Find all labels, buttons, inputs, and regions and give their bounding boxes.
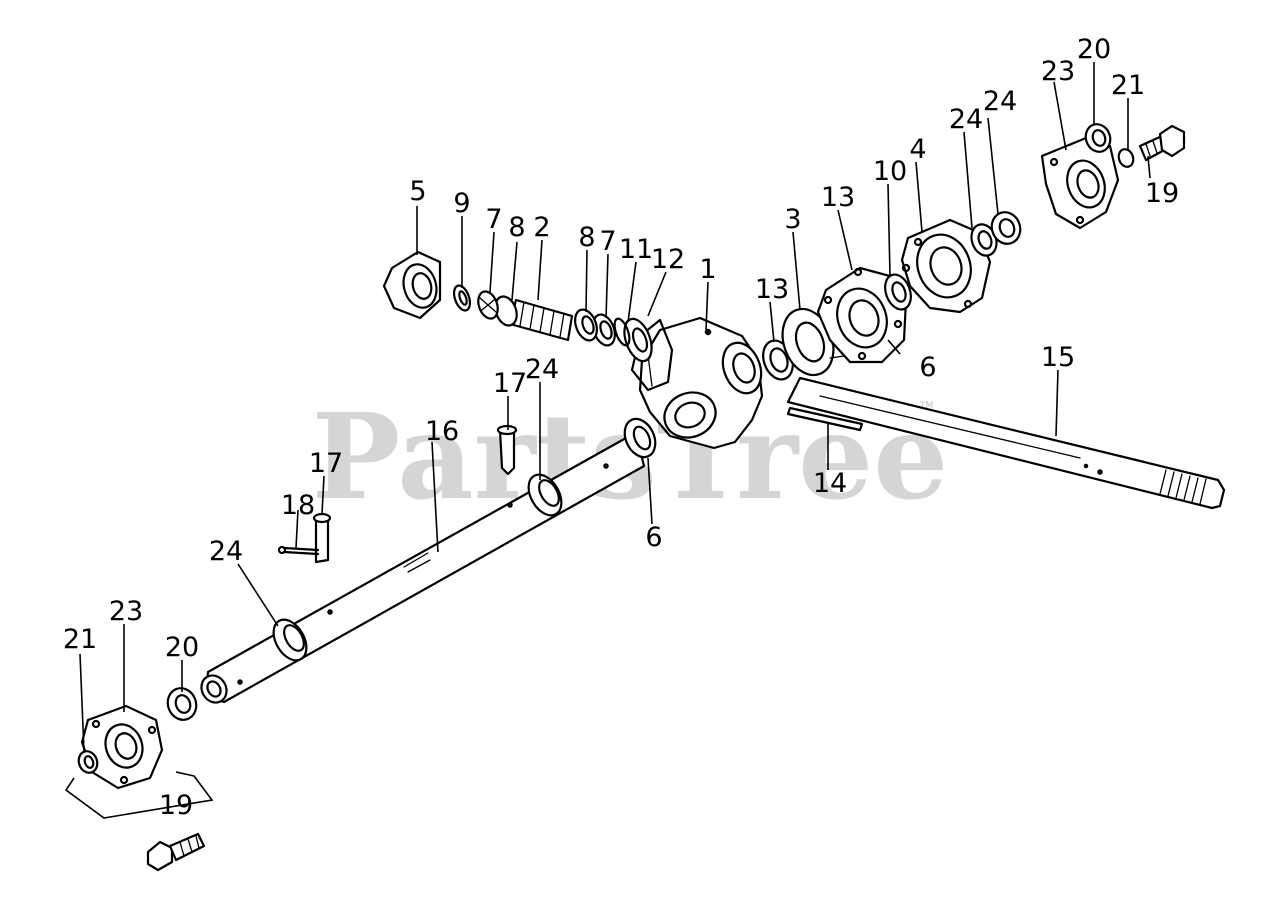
part-8-race-right <box>574 308 598 342</box>
part-10-shim <box>884 273 912 311</box>
callout-8-right: 8 <box>578 222 595 253</box>
callout-12: 12 <box>651 244 685 275</box>
part-17-pin-upper <box>496 424 518 476</box>
callout-3: 3 <box>784 204 801 235</box>
watermark-trademark: TM <box>919 401 933 411</box>
part-14-key <box>786 406 864 432</box>
callout-16: 16 <box>425 416 459 447</box>
part-24-collar-left-upper <box>527 473 563 517</box>
callout-2: 2 <box>533 212 550 243</box>
callout-17-upper: 17 <box>493 368 527 399</box>
callout-17-lower: 17 <box>309 448 343 479</box>
part-13-flange <box>816 266 908 364</box>
part-23-flange-left <box>80 704 164 790</box>
group-bracket <box>64 771 214 819</box>
callout-4: 4 <box>909 134 926 165</box>
callout-24-right-2: 24 <box>983 86 1017 117</box>
part-19-bolt-right <box>1138 124 1186 162</box>
callout-24-mid: 24 <box>525 354 559 385</box>
part-20-seal-left <box>166 687 198 721</box>
part-15-right-shaft <box>786 376 1226 510</box>
part-6-bearing-lower <box>623 417 657 459</box>
callout-24-lower: 24 <box>209 536 243 567</box>
callout-labels: 1 2 3 4 5 6 6 7 7 8 8 9 10 11 12 13 13 1… <box>63 34 1179 821</box>
callout-7-right: 7 <box>599 226 616 257</box>
part-20-seal-right <box>1084 123 1112 153</box>
callout-10: 10 <box>873 156 907 187</box>
part-2-worm <box>508 298 574 342</box>
callout-14: 14 <box>813 468 847 499</box>
part-24-collar-left-lower <box>272 618 308 662</box>
part-23-flange-right <box>1040 136 1120 230</box>
callout-11: 11 <box>619 234 653 265</box>
part-21-washer-right <box>1117 148 1135 168</box>
callout-20-lower: 20 <box>165 632 199 663</box>
callout-23-right: 23 <box>1041 56 1075 87</box>
callout-9: 9 <box>453 188 470 219</box>
callout-6-lower: 6 <box>645 522 662 553</box>
callout-18: 18 <box>281 490 315 521</box>
callout-24-right-1: 24 <box>949 104 983 135</box>
callout-1: 1 <box>699 254 716 285</box>
callout-15: 15 <box>1041 342 1075 373</box>
part-18-cotter-pin <box>277 545 320 556</box>
part-12-bearing <box>623 317 653 363</box>
part-7-bearing-left <box>477 290 499 320</box>
part-24-ring-right-2 <box>990 211 1022 245</box>
callout-20-right: 20 <box>1077 34 1111 65</box>
callout-19-right: 19 <box>1145 178 1179 209</box>
callout-21-lower: 21 <box>63 624 97 655</box>
leader-lines <box>79 62 1151 753</box>
callout-5: 5 <box>409 176 426 207</box>
callout-21-right: 21 <box>1111 70 1145 101</box>
callout-8-left: 8 <box>508 212 525 243</box>
callout-23-lower: 23 <box>109 596 143 627</box>
part-24-ring-right-1 <box>970 223 998 257</box>
part-9-snap-ring <box>452 284 472 312</box>
callout-19-lower: 19 <box>159 790 193 821</box>
part-1-gear-housing <box>630 316 764 450</box>
callout-6-right: 6 <box>919 352 936 383</box>
callout-7-left: 7 <box>485 204 502 235</box>
callout-13-left: 13 <box>755 274 789 305</box>
part-19-bolt-left <box>146 832 206 872</box>
part-11-shim <box>613 317 631 347</box>
part-5-bearing-cap <box>382 250 442 320</box>
callout-13-right: 13 <box>821 182 855 213</box>
